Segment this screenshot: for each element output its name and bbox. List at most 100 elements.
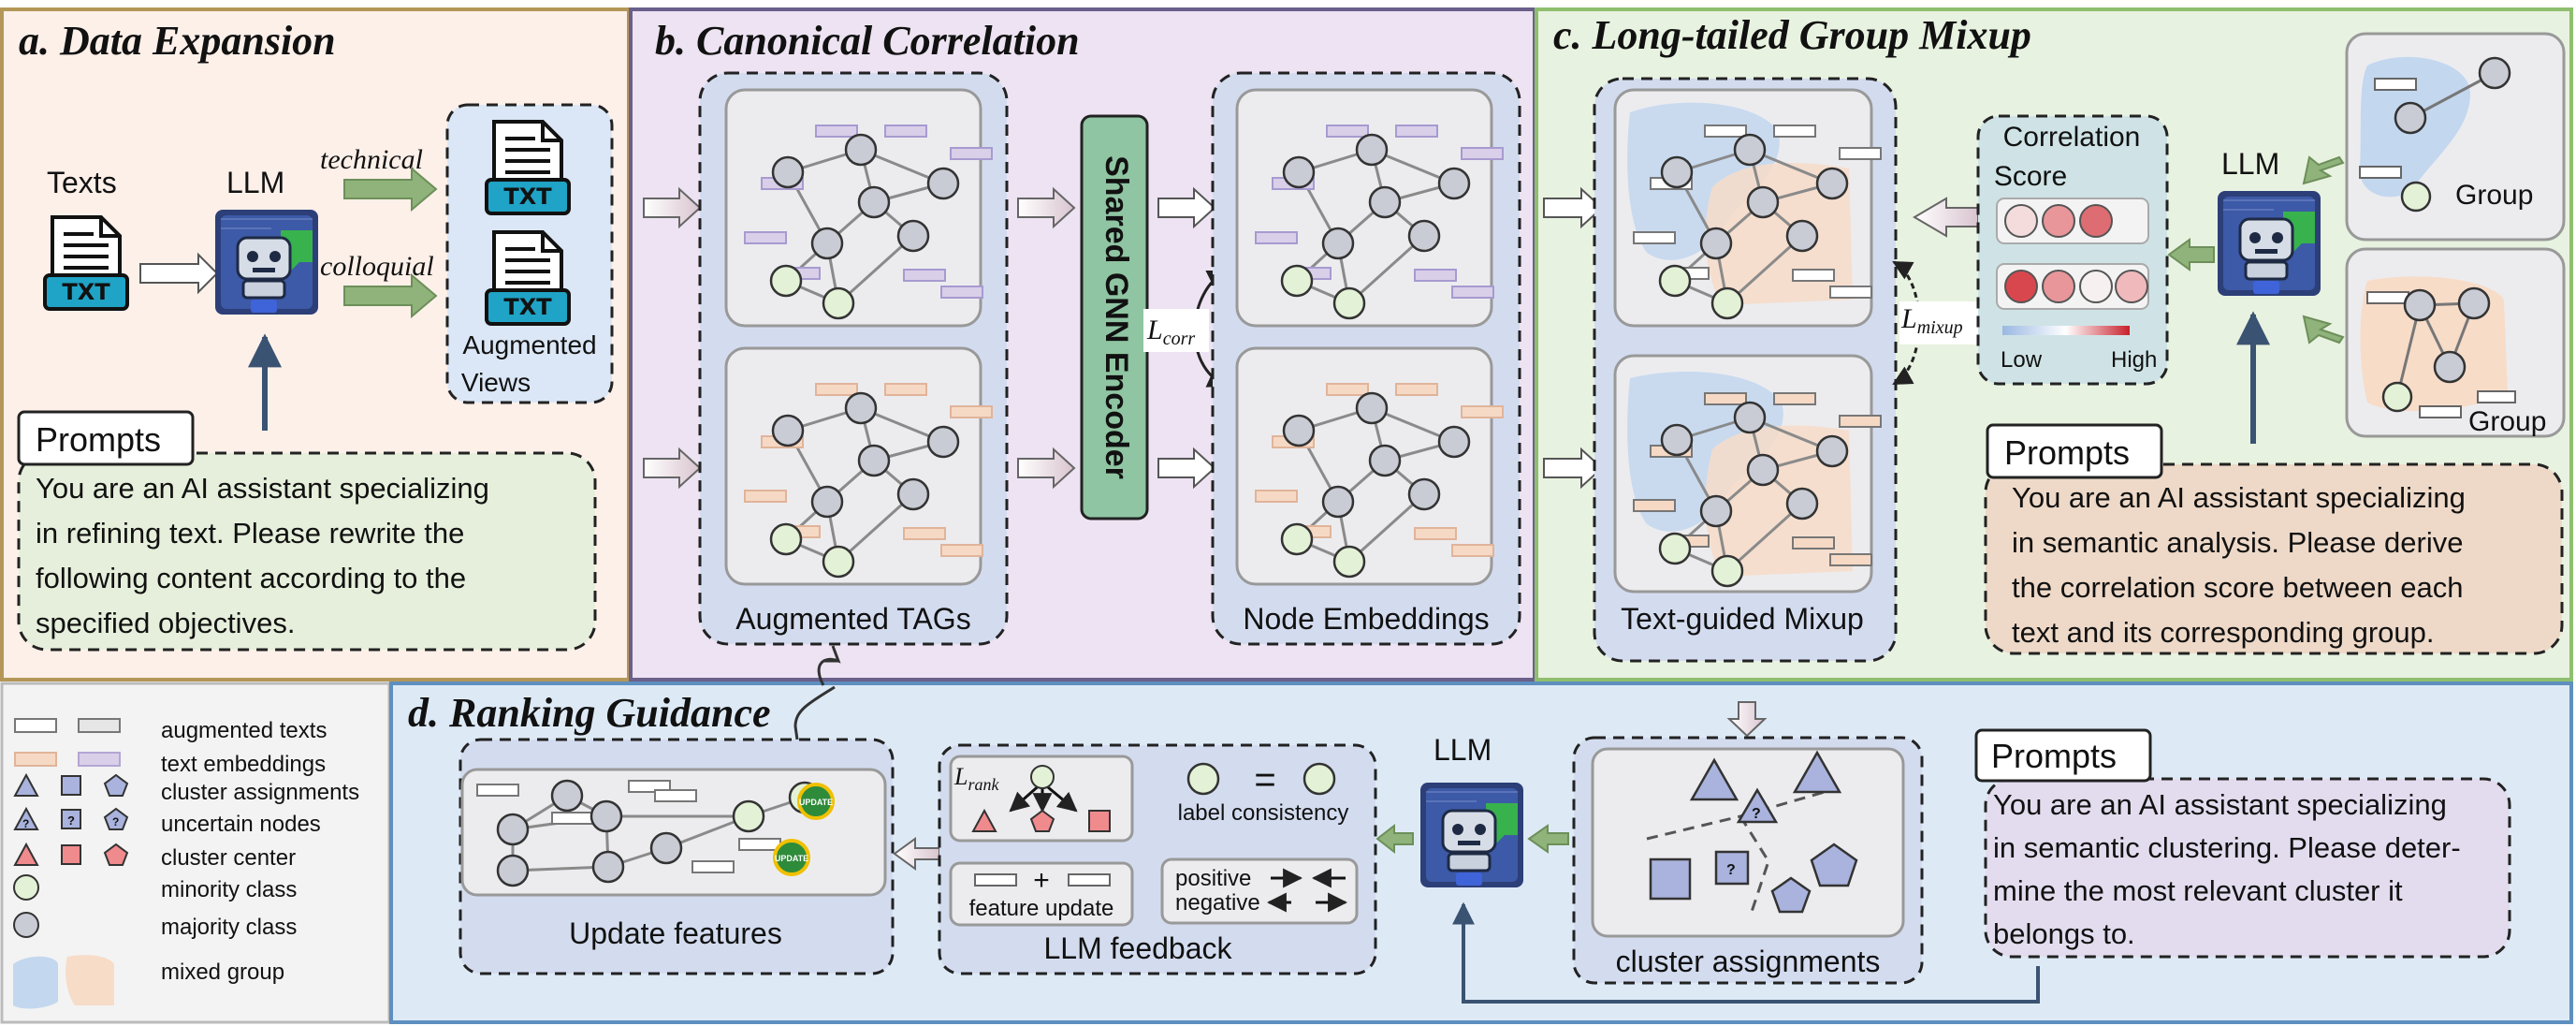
legend: augmented texts text embeddings cluster … [13, 718, 359, 1009]
d-flow-arrow [893, 837, 940, 871]
majority-node [896, 219, 930, 253]
gnn-encoder-label: Shared GNN Encoder [1099, 155, 1134, 479]
llm-label-a: LLM [226, 166, 284, 199]
score-dot [2115, 270, 2148, 303]
text-chip [1255, 490, 1298, 503]
label-consistency-label: label consistency [1178, 800, 1349, 826]
majority-node [1733, 133, 1767, 167]
prompt-box-d [1984, 777, 2511, 959]
minority-node [1332, 286, 1366, 320]
file-label: TXT [503, 294, 552, 320]
majority-node [1785, 487, 1819, 520]
majority-node [896, 477, 930, 511]
text-chip [551, 812, 594, 825]
augmented-text-chip [1068, 873, 1111, 887]
majority-node [1368, 185, 1402, 219]
score-dot [2079, 204, 2113, 238]
score-dot [2004, 204, 2038, 238]
prompt-a-line-1: You are an AI assistant specializing [36, 472, 489, 505]
augmented-text-chip [974, 873, 1017, 887]
panel-b-graphs [744, 125, 1504, 579]
text-chip [1451, 544, 1494, 557]
negative-label: negative [1175, 890, 1260, 916]
legend-swatch [14, 752, 57, 767]
legend-swatch [14, 718, 57, 733]
legend-triangle [13, 772, 39, 797]
text-chip [1326, 383, 1369, 396]
graph-edge [1347, 234, 1426, 305]
plus-sign: + [1033, 865, 1050, 896]
text-chip [1395, 383, 1438, 396]
text-chip [476, 784, 519, 797]
correlation-score-box [1976, 114, 2169, 386]
majority-node [926, 425, 960, 459]
robot-icon [1419, 781, 1525, 889]
augmented-views-label-1: Augmented [462, 330, 596, 359]
legend-item: cluster center [161, 845, 296, 871]
consistency-node-left [1186, 762, 1220, 796]
update-features-label: Update features [569, 916, 782, 950]
score-dot [2004, 270, 2038, 303]
robot-icon [213, 208, 320, 316]
node-embeddings-label: Node Embeddings [1243, 602, 1489, 636]
graph-edge [1725, 502, 1804, 573]
legend-square [61, 775, 81, 796]
prompt-a-line-2: in refining text. Please rewrite the [36, 517, 464, 550]
score-dot [2042, 270, 2075, 303]
mixup-loss-subscript: mixup [1917, 317, 1963, 338]
majority-node [1437, 425, 1471, 459]
majority-node [496, 813, 530, 846]
prompt-d-line-2: in semantic clustering. Please deter- [1993, 831, 2461, 864]
augmented-text-chip [2359, 166, 2402, 179]
minority-node [1658, 264, 1692, 298]
minority-node [1658, 532, 1692, 565]
minority-node [1332, 545, 1366, 579]
minority-node [822, 286, 855, 320]
text-chip [884, 125, 927, 138]
cluster-pentagon [1770, 876, 1812, 914]
text-chip [1773, 125, 1816, 138]
text-chip [940, 544, 983, 557]
cluster-boundary [1646, 790, 1826, 918]
legend-triangle [13, 806, 39, 830]
center-triangle [971, 808, 997, 832]
rank-loss-subscript: rank [968, 775, 999, 794]
legend-group-orange [65, 955, 114, 1005]
majority-node [496, 854, 530, 887]
feed-arrow [2167, 238, 2215, 271]
text-chip [1792, 269, 1835, 282]
cluster-triangle [1689, 757, 1739, 801]
text-chip [940, 286, 983, 299]
cluster-card [1591, 747, 1905, 938]
augmented-text-chip [2374, 78, 2417, 91]
llm-label-d: LLM [1434, 733, 1492, 767]
input-arrow [139, 252, 219, 295]
majority-node [1368, 444, 1402, 477]
text-chip [1704, 392, 1747, 405]
high-label: High [2111, 347, 2157, 373]
mixup-loss-label-bg [1899, 301, 1978, 344]
mixup-loss-symbol: Lmixup [1900, 303, 1963, 338]
update-badge-icon [797, 783, 835, 820]
prompt-d-line-4: belongs to. [1993, 917, 2135, 950]
majority-node [857, 444, 891, 477]
majority-node [1282, 414, 1316, 447]
positive-label: positive [1175, 866, 1251, 891]
feedback-arrow-up-head [817, 645, 841, 686]
text-chip [903, 269, 946, 282]
majority-node [1746, 185, 1780, 219]
colloquial-arrow [343, 272, 438, 319]
majority-node [1355, 133, 1389, 167]
majority-node [926, 167, 960, 200]
text-chip [1633, 231, 1676, 244]
minority-node [1710, 554, 1744, 588]
majority-node [1660, 155, 1694, 189]
cluster-square [1649, 857, 1692, 901]
majority-node [844, 133, 878, 167]
center-square [1088, 810, 1111, 832]
text-chip [1839, 147, 1882, 160]
majority-node [1660, 423, 1694, 457]
panel-d-title: d. Ranking Guidance [408, 690, 771, 736]
text-chip [1792, 536, 1835, 550]
